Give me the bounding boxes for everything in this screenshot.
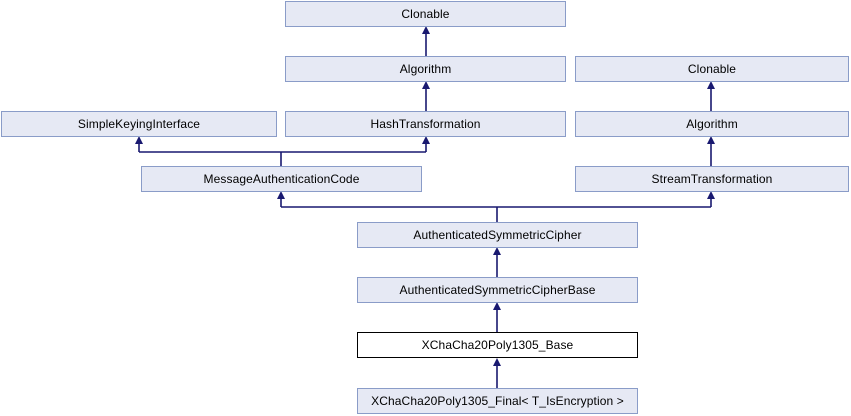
class-node-clonable-right[interactable]: Clonable — [575, 56, 849, 82]
class-node-label: HashTransformation — [370, 117, 481, 131]
class-node-authenticated-symmetric-cipher[interactable]: AuthenticatedSymmetricCipher — [357, 222, 638, 248]
class-node-stream-transformation[interactable]: StreamTransformation — [575, 166, 849, 192]
edge-algorithm-to-clonable — [422, 26, 430, 56]
class-node-xchacha20poly1305-final[interactable]: XChaCha20Poly1305_Final< T_IsEncryption … — [357, 388, 638, 414]
class-node-hash-transformation[interactable]: HashTransformation — [285, 111, 566, 137]
class-node-label: XChaCha20Poly1305_Base — [421, 338, 574, 352]
edge-streamtransformation-to-algorithm-right — [707, 136, 715, 166]
class-node-label: MessageAuthenticationCode — [203, 172, 360, 186]
class-node-label: Algorithm — [399, 62, 452, 76]
edge-ascbase-to-asc — [493, 247, 501, 277]
class-node-label: SimpleKeyingInterface — [77, 117, 201, 131]
class-node-authenticated-symmetric-cipher-base[interactable]: AuthenticatedSymmetricCipherBase — [357, 277, 638, 303]
edge-xchacha-base-to-ascbase — [493, 302, 501, 332]
class-node-simple-keying-interface[interactable]: SimpleKeyingInterface — [1, 111, 277, 137]
class-node-clonable-top[interactable]: Clonable — [285, 1, 566, 27]
class-node-label: Clonable — [401, 7, 450, 21]
edge-mac-to-parents — [135, 136, 430, 166]
class-node-algorithm-right[interactable]: Algorithm — [575, 111, 849, 137]
class-node-label: StreamTransformation — [651, 172, 773, 186]
class-node-label: AuthenticatedSymmetricCipherBase — [399, 283, 596, 297]
class-node-algorithm-left[interactable]: Algorithm — [285, 56, 566, 82]
class-node-label: XChaCha20Poly1305_Final< T_IsEncryption … — [371, 394, 624, 408]
edge-algorithm-right-to-clonable-right — [707, 81, 715, 111]
class-node-message-authentication-code[interactable]: MessageAuthenticationCode — [141, 166, 422, 192]
edge-asc-to-parents — [277, 191, 715, 222]
edge-hashtransformation-to-algorithm — [422, 81, 430, 111]
class-node-label: Algorithm — [686, 117, 738, 131]
class-node-xchacha20poly1305-base[interactable]: XChaCha20Poly1305_Base — [357, 332, 638, 358]
class-node-label: AuthenticatedSymmetricCipher — [413, 228, 582, 242]
class-node-label: Clonable — [687, 62, 737, 76]
edge-xchacha-final-to-base — [493, 358, 501, 388]
